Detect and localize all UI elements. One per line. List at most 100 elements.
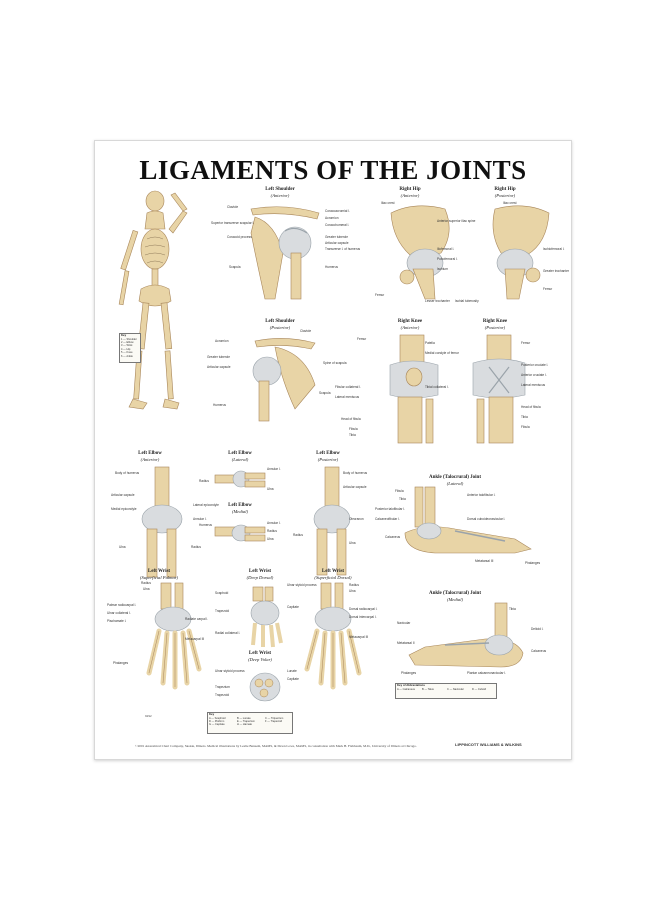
wrist-key-item: H — Hamate	[237, 723, 252, 727]
label: Dorsal cuboideonavicular l.	[467, 517, 506, 521]
skeleton-key-item: 1 — Shoulder	[121, 337, 137, 341]
label: Lesser trochanter	[425, 299, 450, 303]
label: Iliac crest	[381, 201, 395, 205]
label: Acromion	[325, 216, 339, 220]
label: Tibial collateral l.	[425, 385, 449, 389]
label: Iliofemoral l.	[437, 247, 455, 251]
panel-header-hip-posterior: Right Hip (Posterior)	[480, 187, 530, 198]
label: Metatarsal II	[397, 641, 415, 645]
label: Femur	[375, 293, 385, 297]
label: Fibula	[395, 489, 404, 493]
skeleton-key-item: 3 — Wrist	[121, 344, 133, 348]
label: Humerus	[325, 265, 338, 269]
panel-view: (Posterior)	[269, 324, 291, 330]
label: Ulnar styloid process	[287, 583, 317, 587]
knee-posterior-illustration	[472, 334, 526, 444]
panel-title: Left Wrist	[248, 569, 272, 574]
panel-header-shoulder-anterior: Left Shoulder (Anterior)	[245, 187, 315, 198]
label: Radius	[199, 479, 209, 483]
label: Trapezoid	[215, 693, 230, 697]
panel-title: Left Wrist	[248, 651, 272, 656]
label: Radius	[349, 583, 359, 587]
panel-view: (Posterior)	[317, 456, 339, 462]
label: Annular l.	[267, 467, 281, 471]
label: Coracoacromial l.	[325, 209, 350, 213]
label: Ulna	[267, 537, 274, 541]
label: Lateral epicondyle	[193, 503, 219, 507]
label: Ulna	[267, 487, 274, 491]
panel-header-ankle-medial: Ankle (Talocrural) Joint (Medial)	[415, 591, 495, 602]
label: Calcaneus	[531, 649, 547, 653]
wrist-palmar-illustration	[146, 582, 202, 690]
panel-view: (Anterior)	[270, 192, 290, 198]
panel-view: (Deep Dorsal)	[246, 574, 274, 580]
label: Ischiofemoral l.	[543, 247, 565, 251]
wrist-key-title: Key	[209, 712, 215, 716]
label: Deltoid l.	[531, 627, 544, 631]
label: Scapula	[319, 391, 331, 395]
wrist-key-item: B — Lunate	[237, 716, 251, 720]
label: Body of humerus	[115, 471, 140, 475]
panel-view: (Medial)	[231, 508, 249, 514]
label: Articular capsule	[343, 485, 367, 489]
label: Lateral meniscus	[335, 395, 360, 399]
label: Ulna	[119, 545, 126, 549]
label: Clavicle	[227, 205, 239, 209]
skeleton-key-item: 4 — Hip	[121, 347, 131, 351]
label: Phalanges	[525, 561, 541, 565]
label: Femur	[543, 287, 553, 291]
panel-view: (Posterior)	[494, 192, 516, 198]
label: Ulna	[143, 587, 150, 591]
label: Capitate	[287, 677, 299, 681]
label: Iliac crest	[503, 201, 517, 205]
anatomy-poster: LIGAMENTS OF THE JOINTS Key 1 — Shoulder…	[94, 140, 572, 760]
panel-view: (Deep Volar)	[248, 656, 272, 662]
publisher-logo: LIPPINCOTT WILLIAMS & WILKINS	[455, 742, 522, 747]
label: Superior transverse scapular l.	[211, 221, 255, 225]
label: Calcaneus	[385, 535, 401, 539]
label: Anterior cruciate l.	[521, 373, 547, 377]
elbow-anterior-illustration	[141, 466, 183, 578]
label: Capitate	[287, 605, 299, 609]
panel-header-elbow-lateral: Left Elbow (Lateral)	[220, 451, 260, 462]
panel-title: Left Wrist	[321, 569, 345, 574]
panel-title: Left Shoulder	[265, 187, 295, 192]
label: Patella	[425, 341, 435, 345]
label: Articular capsule	[111, 493, 135, 497]
label: Posterior talofibular l.	[375, 507, 405, 511]
panel-header-hip-anterior: Right Hip (Anterior)	[385, 187, 435, 198]
wrist-key-item: D — Pisiform	[209, 720, 225, 723]
label: Radius	[293, 533, 303, 537]
wrist-key-item: A — Scaphoid	[209, 716, 226, 720]
label: Greater trochanter	[543, 269, 570, 273]
panel-title: Right Hip	[399, 187, 421, 192]
label: Scaphoid	[215, 591, 229, 595]
label: Tibia	[509, 607, 516, 611]
label: Radiate carpal l.	[185, 617, 209, 621]
panel-title: Ankle (Talocrural) Joint	[428, 591, 482, 596]
label: Greater tubercle	[325, 235, 349, 239]
elbow-medial-illustration	[214, 524, 266, 542]
label: Navicular	[397, 621, 411, 625]
wrist-key-item: C — Triquetrum	[265, 716, 284, 720]
ankle-key-item: C — Navicular	[447, 687, 464, 691]
skeleton-key-item: 2 — Elbow	[121, 341, 134, 344]
label: Pubofemoral l.	[437, 257, 458, 261]
label: Radius	[191, 545, 201, 549]
label: Annular l.	[267, 521, 281, 525]
label: Lunate	[287, 669, 297, 673]
panel-title: Left Elbow	[316, 451, 340, 456]
label: Phalanges	[401, 671, 417, 675]
panel-view: (Posterior)	[484, 324, 506, 330]
skeleton-figure	[118, 190, 188, 410]
wrist-key-item: G — Capitate	[209, 723, 225, 727]
elbow-posterior-illustration	[313, 466, 351, 576]
label: Fibula	[521, 425, 530, 429]
skeleton-key: Key 1 — Shoulder 2 — Elbow 3 — Wrist 4 —…	[119, 333, 141, 363]
panel-title: Left Shoulder	[265, 319, 295, 324]
label: Tibia	[521, 415, 528, 419]
panel-title: Right Hip	[494, 187, 516, 192]
label: Transverse l. of humerus	[325, 247, 361, 251]
elbow-lateral-illustration	[214, 470, 266, 488]
label: Dorsal radiocarpal l.	[349, 607, 378, 611]
